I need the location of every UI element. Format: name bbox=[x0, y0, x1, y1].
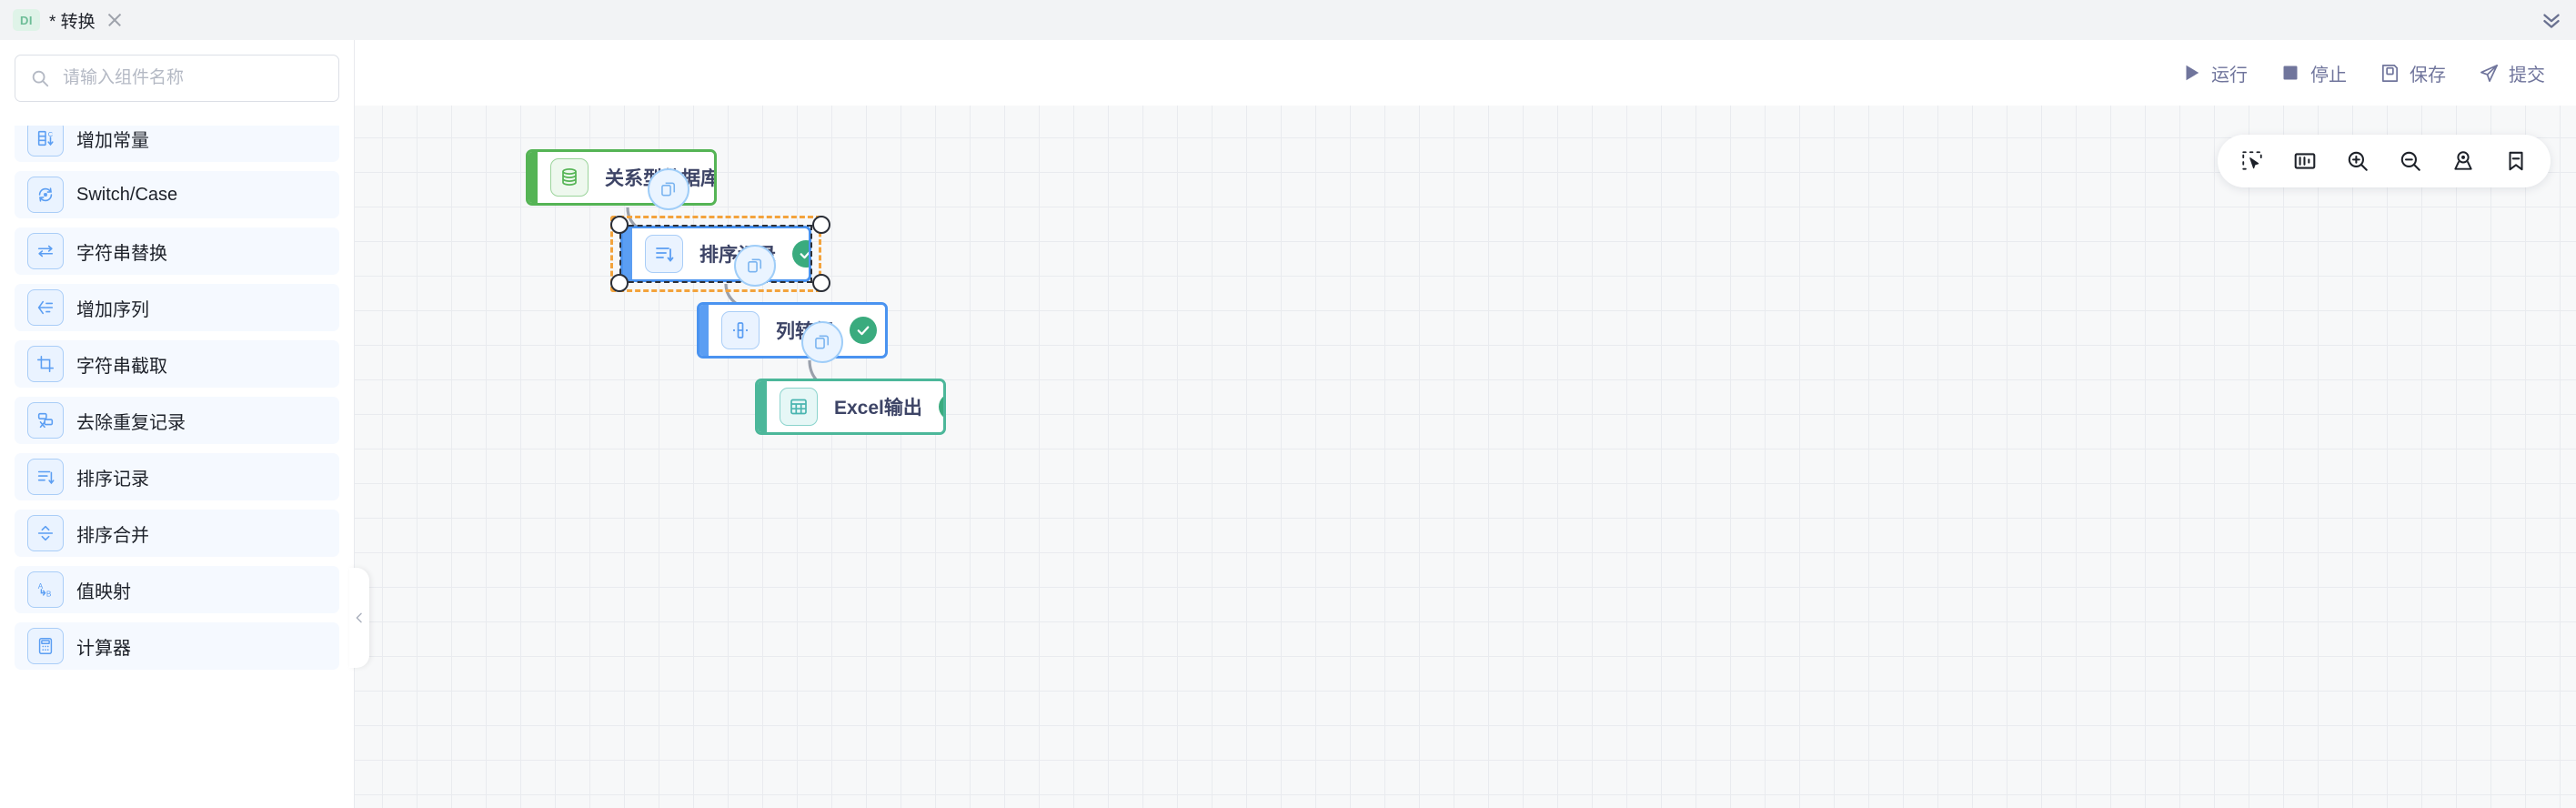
select-area-icon[interactable] bbox=[2229, 137, 2276, 185]
search-input[interactable] bbox=[61, 67, 324, 89]
resize-handle-top-right[interactable] bbox=[812, 216, 830, 234]
play-icon bbox=[2179, 61, 2203, 85]
node-columns-to-rows[interactable]: 列转行 bbox=[697, 302, 888, 359]
submit-button[interactable]: 提交 bbox=[2477, 60, 2545, 86]
add-sequence-icon bbox=[27, 289, 64, 326]
sorted-merge-icon bbox=[27, 515, 64, 551]
edge-copy-badge[interactable] bbox=[734, 245, 776, 287]
sidebar-item-label: 字符串截取 bbox=[76, 356, 167, 377]
tab-bar: DI * 转换 bbox=[0, 0, 2576, 41]
zoom-in-icon[interactable] bbox=[2334, 137, 2381, 185]
sidebar-item-string-replace[interactable]: 字符串替换 bbox=[15, 227, 339, 275]
tab-transform[interactable]: DI * 转换 bbox=[0, 0, 139, 40]
close-icon[interactable] bbox=[105, 10, 125, 30]
node-excel-output[interactable]: Excel输出 bbox=[755, 379, 946, 435]
save-button[interactable]: 保存 bbox=[2378, 60, 2446, 86]
node-sort-rows[interactable]: 排序记录 bbox=[620, 226, 811, 282]
sidebar-item-string-substring[interactable]: 字符串截取 bbox=[15, 340, 339, 388]
node-relational-db-input[interactable]: 关系型数据库输入 bbox=[526, 149, 717, 206]
sidebar-item-calculator[interactable]: 计算器 bbox=[15, 622, 339, 670]
sidebar-item-label: 排序合并 bbox=[76, 525, 149, 546]
sidebar-item-sort-rows[interactable]: 排序记录 bbox=[15, 453, 339, 500]
add-constant-icon: C bbox=[27, 126, 64, 157]
switch-case-icon bbox=[27, 177, 64, 213]
stop-square-icon bbox=[2279, 61, 2302, 85]
stop-label: 停止 bbox=[2310, 65, 2347, 86]
svg-text:A: A bbox=[38, 582, 44, 591]
send-plane-icon bbox=[2477, 61, 2501, 85]
sidebar-item-label: 去除重复记录 bbox=[76, 412, 186, 433]
svg-text:C: C bbox=[48, 130, 54, 138]
sidebar-item-value-mapper[interactable]: A B 值映射 bbox=[15, 566, 339, 613]
edge-copy-badge[interactable] bbox=[801, 321, 843, 363]
zoom-out-icon[interactable] bbox=[2387, 137, 2434, 185]
stop-button[interactable]: 停止 bbox=[2279, 60, 2347, 86]
flow-canvas[interactable]: 关系型数据库输入 排序记录 bbox=[355, 106, 2576, 808]
sidebar-item-add-constant[interactable]: C 增加常量 bbox=[15, 126, 339, 162]
sidebar-item-label: 值映射 bbox=[76, 581, 131, 602]
sidebar-item-sorted-merge[interactable]: 排序合并 bbox=[15, 510, 339, 557]
status-badge-success bbox=[792, 240, 809, 268]
node-accent-bar bbox=[699, 305, 709, 356]
tab-title: * 转换 bbox=[49, 12, 96, 32]
sort-rows-icon bbox=[27, 459, 64, 495]
resize-handle-bottom-right[interactable] bbox=[812, 274, 830, 292]
status-badge-success bbox=[938, 393, 943, 420]
node-accent-bar bbox=[623, 228, 632, 279]
dedupe-icon bbox=[27, 402, 64, 439]
resize-handle-bottom-left[interactable] bbox=[610, 274, 629, 292]
search-box[interactable] bbox=[15, 55, 339, 102]
bookmark-icon[interactable] bbox=[2492, 137, 2540, 185]
locate-node-icon[interactable] bbox=[2440, 137, 2487, 185]
sidebar-item-add-sequence[interactable]: 增加序列 bbox=[15, 284, 339, 331]
status-badge-success bbox=[850, 317, 877, 344]
sidebar-item-dedupe[interactable]: 去除重复记录 bbox=[15, 397, 339, 444]
sidebar-item-label: Switch/Case bbox=[76, 184, 178, 205]
component-sidebar: C 增加常量 Switch/Case bbox=[0, 40, 355, 808]
sort-rows-icon bbox=[645, 235, 683, 273]
canvas-toolbar bbox=[2218, 135, 2551, 187]
run-button[interactable]: 运行 bbox=[2179, 60, 2248, 86]
component-list[interactable]: C 增加常量 Switch/Case bbox=[0, 126, 354, 808]
node-accent-bar bbox=[758, 381, 767, 432]
sidebar-item-label: 增加常量 bbox=[76, 130, 149, 151]
selection-box bbox=[610, 216, 821, 292]
columns-to-rows-icon bbox=[721, 311, 760, 349]
editor-toolbar: 运行 停止 保存 提交 bbox=[355, 40, 2576, 106]
excel-table-icon bbox=[780, 388, 818, 426]
double-chevron-down-icon[interactable] bbox=[2527, 0, 2576, 40]
edge-layer bbox=[626, 207, 872, 429]
tab-type-badge: DI bbox=[13, 9, 40, 31]
sidebar-collapse-handle[interactable] bbox=[349, 568, 369, 668]
fit-view-icon[interactable] bbox=[2281, 137, 2329, 185]
run-label: 运行 bbox=[2211, 65, 2248, 86]
string-replace-icon bbox=[27, 233, 64, 269]
resize-handle-top-left[interactable] bbox=[610, 216, 629, 234]
string-substring-icon bbox=[27, 346, 64, 382]
edge-copy-badge[interactable] bbox=[648, 168, 689, 210]
node-accent-bar bbox=[528, 152, 538, 203]
save-label: 保存 bbox=[2410, 65, 2446, 86]
sidebar-item-label: 计算器 bbox=[76, 638, 131, 659]
search-icon bbox=[30, 68, 50, 88]
sidebar-item-label: 排序记录 bbox=[76, 469, 149, 490]
node-label: Excel输出 bbox=[834, 398, 922, 419]
submit-label: 提交 bbox=[2509, 65, 2545, 86]
sidebar-item-switch-case[interactable]: Switch/Case bbox=[15, 171, 339, 218]
save-floppy-icon bbox=[2378, 61, 2401, 85]
database-icon bbox=[550, 158, 589, 197]
calculator-icon bbox=[27, 628, 64, 664]
sidebar-item-label: 字符串替换 bbox=[76, 243, 167, 264]
value-mapper-icon: A B bbox=[27, 571, 64, 608]
sidebar-item-label: 增加序列 bbox=[76, 299, 149, 320]
svg-text:B: B bbox=[46, 590, 52, 598]
search-wrap bbox=[0, 40, 354, 109]
